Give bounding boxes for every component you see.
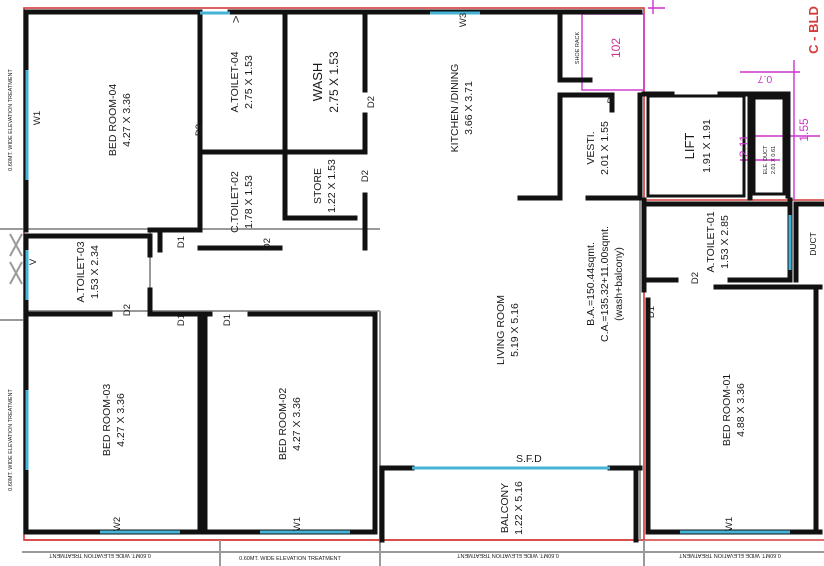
door-d2-toilet03: D2	[122, 304, 133, 316]
door-d1-bed04: D1	[176, 236, 187, 248]
ventilator-v-toilet03: V	[28, 258, 39, 265]
door-d2-wash: D2	[366, 96, 377, 108]
room-name: ELE. DUCT	[763, 145, 769, 174]
door-d2-toilet04: D2	[194, 124, 205, 136]
windows	[25, 11, 792, 534]
room-size: 1.53 X 2.85	[719, 215, 731, 269]
room-name: BED ROOM-02	[277, 388, 289, 461]
room-name: BALCONY	[499, 483, 511, 533]
window-w3-kitchen: W3	[458, 13, 469, 27]
elevation-treatment-bottom-1: 0.60MT. WIDE ELEVATION TREATMENT	[49, 552, 151, 558]
window-w1-bed01: W1	[724, 517, 735, 531]
door-d2-ctoilet02: D2	[262, 238, 273, 250]
elevation-treatment-bottom-3: 0.60MT. WIDE ELEVATION TREATMENT	[457, 552, 559, 558]
room-name: STORE	[312, 168, 324, 204]
room-size: 4.27 X 3.36	[121, 93, 133, 147]
area-note: B.A.=150.44sqmt. C.A.=135.32+11.00sqmt. …	[585, 226, 625, 342]
door-d2-toilet01: D2	[690, 272, 701, 284]
room-size: 4.27 X 3.36	[115, 393, 127, 447]
room-size: 1.78 X 1.53	[243, 175, 255, 229]
elevation-treatment-bottom-left: 0.60MT. WIDE ELEVATION TREATMENT	[8, 389, 14, 491]
room-size: 2.01 X 0.61	[771, 146, 777, 174]
dimension-0-7: 0.7	[758, 73, 773, 85]
duct-label: DUCT	[808, 232, 818, 256]
room-living: LIVING ROOM 5.19 X 5.16	[495, 295, 521, 365]
walls	[23, 9, 824, 543]
door-d1-bed01: D1	[646, 306, 657, 318]
door-d-vesti: D	[606, 96, 617, 103]
carpet-area-note: (wash+balcony)	[613, 247, 625, 321]
room-size: 4.27 X 3.36	[291, 397, 303, 451]
room-wash: WASH 2.75 X 1.53	[310, 51, 341, 113]
room-size: 4.88 X 3.36	[735, 383, 747, 437]
room-vesti: VESTI. 2.01 X 1.55	[585, 121, 611, 175]
room-size: 1.91 X 1.91	[701, 119, 713, 173]
door-d2-store: D2	[360, 170, 371, 182]
room-balcony: BALCONY 1.22 X 5.16	[499, 481, 525, 535]
partitions	[0, 200, 824, 566]
room-a-toilet-01: A.TOILET-01 1.53 X 2.85	[705, 211, 731, 272]
room-kitchen-dining: KITCHEN /DINING 3.66 X 3.71	[449, 64, 475, 153]
room-lift: LIFT 1.91 X 1.91	[682, 119, 713, 173]
room-name: A.TOILET-01	[705, 211, 717, 272]
room-store: STORE 1.22 X 1.53	[312, 159, 338, 213]
room-name: BED ROOM-04	[107, 84, 119, 157]
room-bed-01: BED ROOM-01 4.88 X 3.36	[721, 374, 747, 447]
room-name: KITCHEN /DINING	[449, 64, 461, 153]
door-d1-bed02: D1	[222, 314, 233, 326]
boundary-lines	[23, 7, 824, 541]
carpet-area: C.A.=135.32+11.00sqmt.	[599, 226, 611, 342]
door-d1-bed03: D1	[176, 314, 187, 326]
room-name: VESTI.	[585, 131, 597, 164]
room-size: 1.22 X 1.53	[326, 159, 338, 213]
unit-number: 102	[609, 38, 623, 58]
room-name: BED ROOM-03	[101, 384, 113, 457]
room-size: 2.75 X 1.53	[243, 55, 255, 109]
room-size: 2.75 X 1.53	[327, 51, 341, 113]
room-a-toilet-03: A.TOILET-03 1.53 X 2.34	[75, 241, 101, 302]
window-w2-bed03: W2	[112, 517, 123, 531]
room-size: 1.22 X 5.16	[513, 481, 525, 535]
room-ele-duct: ELE. DUCT 2.01 X 0.61	[763, 145, 777, 174]
elevation-treatment-bottom-4: 0.60MT. WIDE ELEVATION TREATMENT	[679, 552, 781, 558]
room-name: WASH	[310, 63, 325, 102]
room-size: 1.53 X 2.34	[89, 245, 101, 299]
room-name: C.TOILET-02	[229, 171, 241, 233]
window-w1-bed04: W1	[32, 111, 43, 125]
room-name: LIVING ROOM	[495, 295, 507, 365]
block-label: C - BLD	[806, 6, 821, 54]
built-up-area: B.A.=150.44sqmt.	[585, 242, 597, 326]
sfd-label: S.F.D	[516, 453, 542, 465]
room-c-toilet-02: C.TOILET-02 1.78 X 1.53	[229, 171, 255, 233]
room-size: 3.66 X 3.71	[463, 81, 475, 135]
room-name: BED ROOM-01	[721, 374, 733, 447]
dimension-2-11: 2.11	[737, 134, 751, 157]
room-size: 2.01 X 1.55	[599, 121, 611, 175]
room-size: 5.19 X 5.16	[509, 303, 521, 357]
room-bed-04: BED ROOM-04 4.27 X 3.36	[107, 84, 133, 157]
room-bed-02: BED ROOM-02 4.27 X 3.36	[277, 388, 303, 461]
room-name: LIFT	[682, 133, 697, 160]
elevation-treatment-top-left: 0.60MT. WIDE ELEVATION TREATMENT	[8, 69, 14, 171]
room-name: A.TOILET-04	[229, 51, 241, 112]
elevation-treatment-bottom-2: 0.60MT. WIDE ELEVATION TREATMENT	[239, 556, 341, 562]
dimension-1-55: 1.55	[797, 118, 811, 142]
shoe-rack-label: SHOE RACK	[575, 31, 581, 64]
room-name: A.TOILET-03	[75, 241, 87, 302]
room-a-toilet-04: A.TOILET-04 2.75 X 1.53	[229, 51, 255, 112]
opening-markers: W1 W3 V V D2 D2 D2 D2 D1 D2 D1 D1 D D1 D…	[28, 13, 735, 531]
ventilator-v-toilet04: V	[232, 13, 239, 24]
room-bed-03: BED ROOM-03 4.27 X 3.36	[101, 384, 127, 457]
window-w1-bed02: W1	[292, 517, 303, 531]
